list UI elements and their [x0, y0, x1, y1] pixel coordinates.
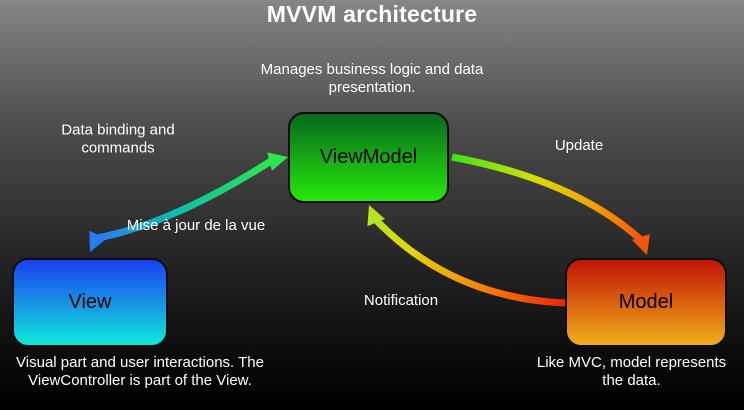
node-view: View [12, 258, 168, 347]
page-title: MVVM architecture [266, 1, 478, 27]
node-viewmodel-label: ViewModel [319, 146, 418, 168]
edge-view-viewmodel [96, 158, 273, 242]
edge-viewmodel-model [451, 153, 644, 243]
arrowhead-to-model [631, 234, 650, 255]
viewmodel-caption: Manages business logic and data presenta… [260, 61, 484, 96]
node-model: Model [565, 258, 727, 347]
model-caption: Like MVC, model represents the data. [536, 354, 727, 389]
view-caption: Visual part and user interactions. The V… [16, 354, 264, 389]
edge-label-data-binding: Data binding and commands [61, 121, 175, 156]
node-view-label: View [68, 291, 112, 313]
edge-model-viewmodel [374, 218, 566, 307]
edge-label-mise-a-jour: Mise à jour de la vue [126, 217, 266, 235]
arrowhead-to-viewmodel [267, 152, 288, 171]
node-viewmodel: ViewModel [288, 112, 449, 203]
arrowhead-to-view [89, 230, 107, 252]
node-model-label: Model [618, 291, 674, 313]
edge-label-notification: Notification [363, 292, 439, 310]
arrowhead-notification-to-viewmodel [367, 205, 385, 227]
edge-label-update: Update [554, 137, 604, 155]
